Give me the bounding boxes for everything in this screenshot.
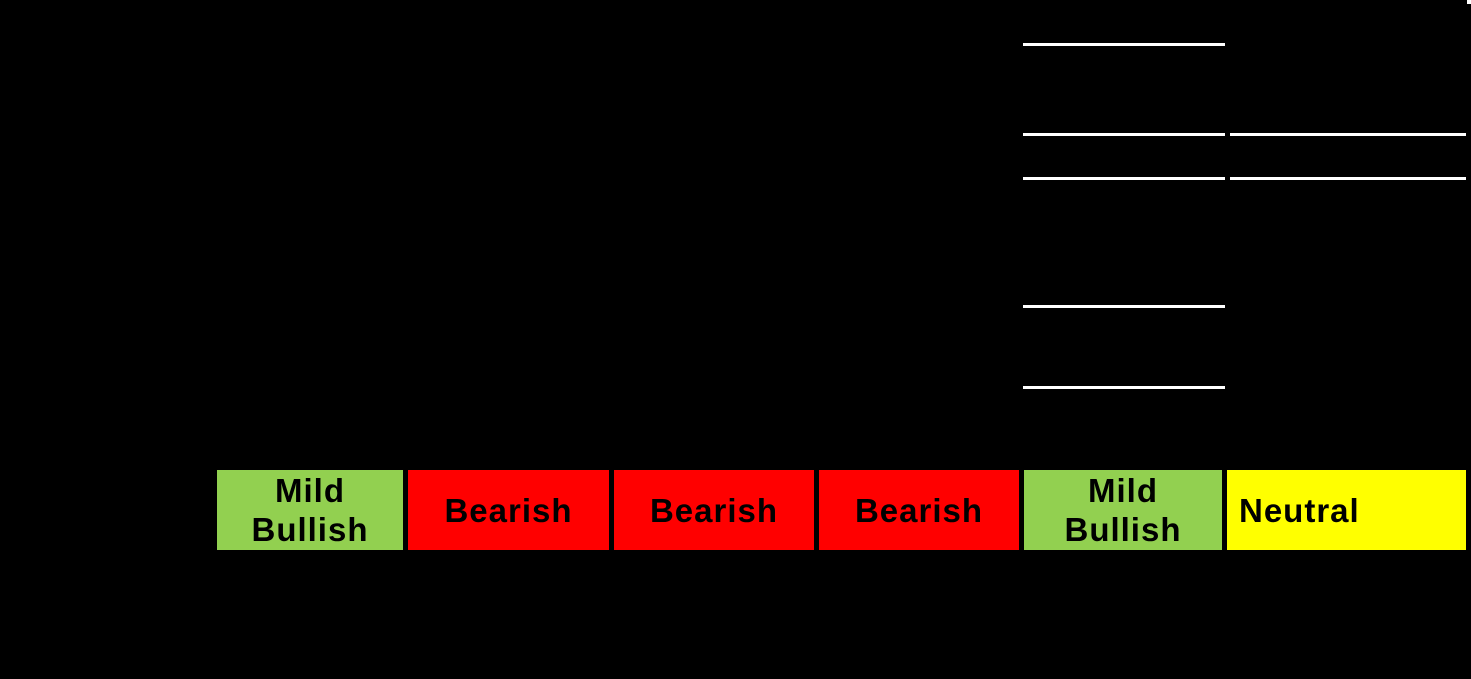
sentiment-label-line: Bearish bbox=[444, 491, 573, 529]
sentiment-label-line: Mild bbox=[1088, 472, 1158, 509]
sentiment-label-line: Bullish bbox=[251, 511, 369, 548]
sentiment-cell-bearish: Bearish bbox=[614, 470, 814, 550]
table-rule-lower-second bbox=[1023, 386, 1225, 389]
sentiment-cell-mild-bullish: Mild Bullish bbox=[1024, 470, 1222, 550]
table-rule-mid1-left bbox=[1023, 133, 1225, 136]
corner-artifact bbox=[1467, 0, 1471, 4]
sentiment-label-line: Bullish bbox=[1064, 511, 1182, 548]
sentiment-row: Mild Bullish Bearish Bearish Bearish Mil… bbox=[0, 470, 1471, 550]
sentiment-label-line: Neutral bbox=[1239, 491, 1360, 529]
sentiment-cell-bearish: Bearish bbox=[819, 470, 1019, 550]
sentiment-label-line: Mild bbox=[275, 472, 345, 509]
sentiment-cell-bearish: Bearish bbox=[408, 470, 609, 550]
table-rule-lower-first bbox=[1023, 305, 1225, 308]
sentiment-cell-neutral: Neutral bbox=[1227, 470, 1466, 550]
table-rule-mid1-right bbox=[1230, 133, 1466, 136]
sentiment-label-line: Bearish bbox=[649, 491, 779, 529]
table-rule-mid2-left bbox=[1023, 177, 1225, 180]
table-rule-mid2-right bbox=[1230, 177, 1466, 180]
sentiment-cell-mild-bullish: Mild Bullish bbox=[217, 470, 403, 550]
table-rule-top bbox=[1023, 43, 1225, 46]
sentiment-label-line: Bearish bbox=[854, 491, 984, 529]
